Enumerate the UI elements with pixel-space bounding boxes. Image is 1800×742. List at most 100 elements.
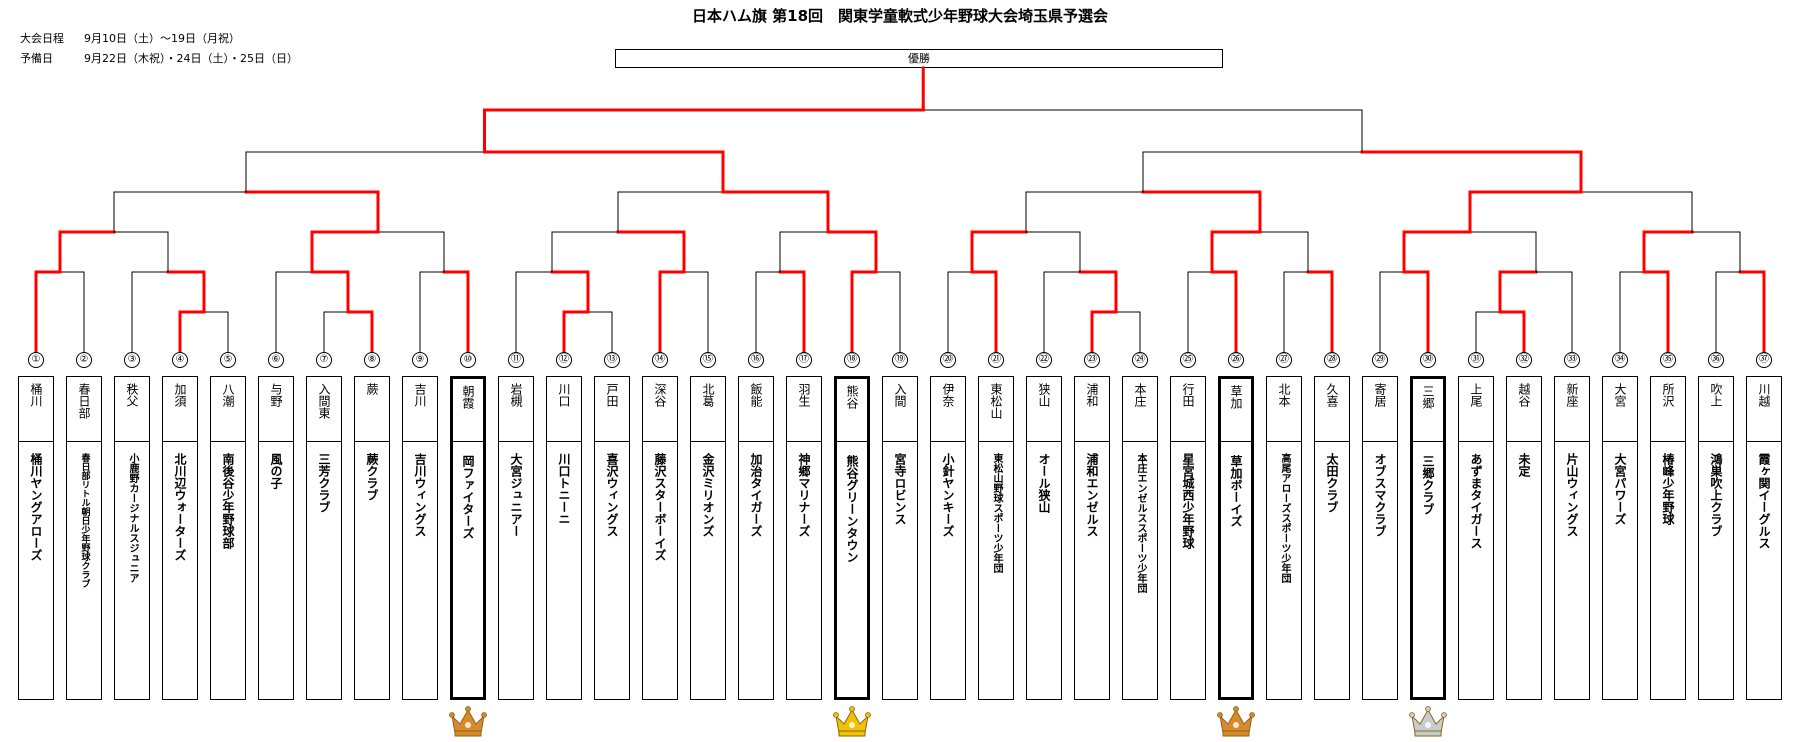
team-region: 桶川	[29, 383, 43, 407]
team-region: 秩父	[125, 383, 139, 407]
team-number-34: ㉞	[1612, 352, 1628, 368]
team-divider	[643, 441, 677, 442]
team-divider	[1507, 441, 1541, 442]
team-divider	[1747, 441, 1781, 442]
team-number-28: ㉘	[1324, 352, 1340, 368]
team-number-15: ⑮	[700, 352, 716, 368]
team-box-11: 岩槻大宮ジュニアー	[498, 376, 534, 700]
team-name: あずまタイガース	[1469, 453, 1483, 549]
team-name: 高尾アローズスポーツ少年団	[1279, 453, 1290, 583]
team-divider	[1315, 441, 1349, 442]
team-box-7: 入間東三芳クラブ	[306, 376, 342, 700]
team-divider	[837, 441, 867, 442]
team-number-29: ㉙	[1372, 352, 1388, 368]
team-region: 大宮	[1613, 383, 1627, 407]
team-region: 北葛	[701, 383, 715, 407]
team-divider	[355, 441, 389, 442]
team-number-32: ㉜	[1516, 352, 1532, 368]
team-name: 霞ヶ関イーグルス	[1757, 453, 1771, 549]
team-region: 伊奈	[941, 383, 955, 407]
team-name: 三芳クラブ	[317, 453, 331, 513]
team-number-4: ④	[172, 352, 188, 368]
team-name: 東松山野球スポーツ少年団	[991, 453, 1002, 573]
team-region: 入間東	[317, 383, 331, 419]
team-number-26: ㉖	[1228, 352, 1244, 368]
team-box-17: 羽生神郷マリナーズ	[786, 376, 822, 700]
team-box-19: 入間宮寺ロビンス	[882, 376, 918, 700]
team-box-23: 浦和浦和エンゼルス	[1074, 376, 1110, 700]
team-region: 吹上	[1709, 383, 1723, 407]
team-region: 川越	[1757, 383, 1771, 407]
team-box-21: 東松山東松山野球スポーツ少年団	[978, 376, 1014, 700]
team-divider	[499, 441, 533, 442]
team-divider	[1459, 441, 1493, 442]
team-divider	[883, 441, 917, 442]
team-box-6: 与野風の子	[258, 376, 294, 700]
team-box-22: 狭山オール狭山	[1026, 376, 1062, 700]
team-region: 朝霞	[461, 385, 475, 409]
team-divider	[547, 441, 581, 442]
team-box-27: 北本高尾アローズスポーツ少年団	[1266, 376, 1302, 700]
team-name: 椿峰少年野球	[1661, 453, 1675, 525]
team-region: 浦和	[1085, 383, 1099, 407]
team-number-20: ⑳	[940, 352, 956, 368]
team-region: 熊谷	[845, 385, 859, 409]
team-region: 与野	[269, 383, 283, 407]
team-divider	[1171, 441, 1205, 442]
team-box-37: 川越霞ヶ関イーグルス	[1746, 376, 1782, 700]
team-number-1: ①	[28, 352, 44, 368]
team-region: 春日部	[77, 383, 91, 419]
team-number-30: ㉚	[1420, 352, 1436, 368]
team-box-1: 桶川桶川ヤングアローズ	[18, 376, 54, 700]
team-divider	[1363, 441, 1397, 442]
team-name: 蕨クラブ	[365, 453, 379, 501]
team-box-8: 蕨蕨クラブ	[354, 376, 390, 700]
team-region: 川口	[557, 383, 571, 407]
team-number-9: ⑨	[412, 352, 428, 368]
team-region: 寄居	[1373, 383, 1387, 407]
team-number-11: ⑪	[508, 352, 524, 368]
team-name: 宮寺ロビンス	[893, 453, 907, 525]
team-divider	[1651, 441, 1685, 442]
team-box-26: 草加草加ボーイズ	[1218, 376, 1254, 700]
team-number-25: ㉕	[1180, 352, 1196, 368]
team-box-13: 戸田喜沢ウィングス	[594, 376, 630, 700]
team-number-3: ③	[124, 352, 140, 368]
team-region: 狭山	[1037, 383, 1051, 407]
team-box-25: 行田星宮城西少年野球	[1170, 376, 1206, 700]
team-name: 南後谷少年野球部	[221, 453, 235, 549]
team-number-37: ㊲	[1756, 352, 1772, 368]
team-divider	[1027, 441, 1061, 442]
team-region: 吉川	[413, 383, 427, 407]
team-box-5: 八潮南後谷少年野球部	[210, 376, 246, 700]
team-number-16: ⑯	[748, 352, 764, 368]
schedule-main-label: 大会日程	[20, 32, 64, 45]
team-name: 加治タイガーズ	[749, 453, 763, 537]
team-divider	[67, 441, 101, 442]
team-box-34: 大宮大宮パワーズ	[1602, 376, 1638, 700]
team-number-24: ㉔	[1132, 352, 1148, 368]
bronze-crown-icon	[448, 704, 488, 738]
team-number-6: ⑥	[268, 352, 284, 368]
team-name: 草加ボーイズ	[1229, 455, 1243, 527]
team-divider	[259, 441, 293, 442]
team-divider	[1555, 441, 1589, 442]
team-box-35: 所沢椿峰少年野球	[1650, 376, 1686, 700]
team-divider	[1075, 441, 1109, 442]
team-box-28: 久喜太田クラブ	[1314, 376, 1350, 700]
schedule-main-dates: 9月10日（土）～19日（月祝）	[84, 32, 240, 45]
team-number-5: ⑤	[220, 352, 236, 368]
team-number-22: ㉒	[1036, 352, 1052, 368]
team-name: 太田クラブ	[1325, 453, 1339, 513]
team-region: 戸田	[605, 383, 619, 407]
team-name: 小鹿野カージナルスジュニア	[127, 453, 138, 583]
team-number-19: ⑲	[892, 352, 908, 368]
team-box-10: 朝霞岡ファイターズ	[450, 376, 486, 700]
team-box-36: 吹上鴻巣吹上クラブ	[1698, 376, 1734, 700]
team-number-33: ㉝	[1564, 352, 1580, 368]
team-name: 三郷クラブ	[1421, 455, 1435, 515]
team-name: 北川辺ウォーターズ	[173, 453, 187, 561]
team-name: 春日部リトル朝日少年野球クラブ	[79, 453, 90, 588]
team-name: 藤沢スターボーイズ	[653, 453, 667, 561]
